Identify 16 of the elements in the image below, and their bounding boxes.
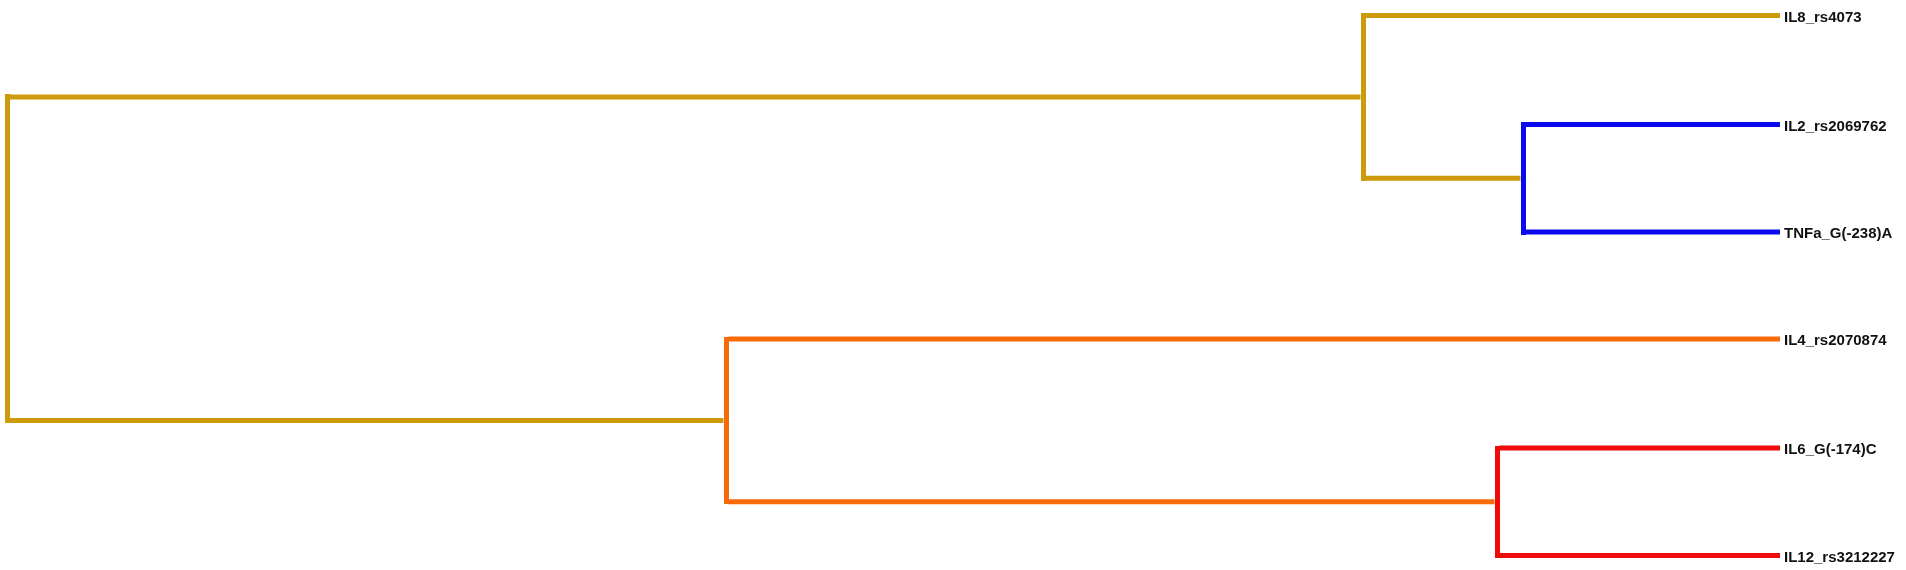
leaf-label: IL6_G(-174)C (1784, 440, 1877, 458)
leaf-label: IL4_rs2070874 (1784, 331, 1887, 349)
branch-line (728, 499, 1495, 505)
branch-line (9, 94, 1361, 100)
branch-line (1365, 175, 1521, 181)
leaf-label: IL2_rs2069762 (1784, 116, 1887, 135)
branch-line (9, 417, 724, 423)
branch-line (1365, 13, 1780, 18)
branch-line (728, 336, 1780, 342)
branch-line (1499, 445, 1780, 451)
branch-line (1525, 122, 1780, 127)
leaf-label: IL12_rs3212227 (1784, 547, 1895, 566)
leaf-label: IL8_rs4073 (1784, 7, 1862, 26)
branch-line (1525, 229, 1780, 235)
leaf-label: TNFa_G(-238)A (1784, 224, 1893, 242)
branch-line (1499, 553, 1780, 558)
